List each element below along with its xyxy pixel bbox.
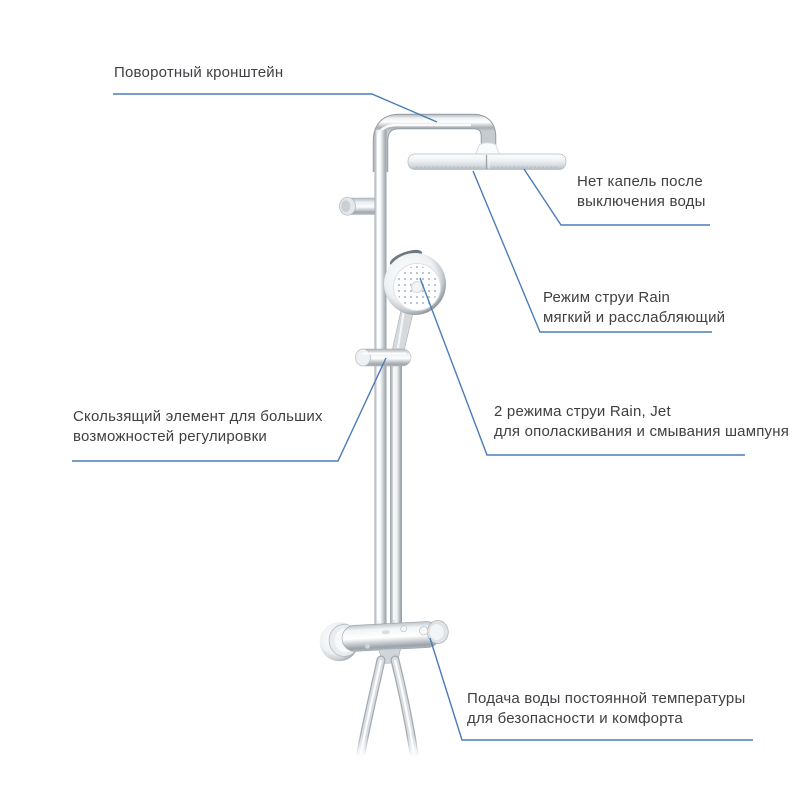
label-sliding-element-line1: Скользящий элемент для больших	[73, 408, 323, 425]
hanging-hoses	[344, 655, 430, 758]
shower-rail	[374, 130, 387, 626]
leader-no-drip	[523, 168, 710, 226]
label-thermostat: Подача воды постоянной температуры для б…	[467, 689, 745, 729]
shower-hose	[390, 360, 402, 623]
thermostat-flow-knob-face	[429, 624, 444, 641]
thermostat-logo-mark	[381, 630, 390, 635]
label-rain-spray-mode: Режим струи Rain мягкий и расслабляющий	[543, 288, 725, 328]
leader-two-spray-modes	[419, 277, 745, 456]
label-no-drip-line1: Нет капель после	[577, 173, 703, 190]
leader-rain-spray-mode	[472, 170, 712, 333]
leader-thermostat	[429, 637, 753, 741]
label-rain-spray-mode-line1: Режим струи Rain	[543, 289, 671, 306]
head-shower-mount-cone	[474, 142, 501, 157]
thermostat-detail-dot	[364, 643, 370, 649]
slider-clamp-cap	[355, 348, 371, 367]
thermostat-safety-button	[419, 626, 429, 636]
label-rain-spray-mode-line2: мягкий и расслабляющий	[543, 309, 726, 326]
hand-shower	[384, 249, 446, 356]
hand-shower-handle-highlight	[397, 309, 405, 349]
label-swivel-bracket: Поворотный кронштейн	[114, 63, 283, 83]
slider-clamp	[355, 348, 412, 367]
head-shower	[407, 142, 567, 170]
label-no-drip: Нет капель после выключения воды	[577, 172, 706, 212]
thermostat-eco-button	[400, 625, 407, 633]
label-two-spray-modes-line1: 2 режима струи Rain, Jet	[494, 403, 671, 420]
thermostat-valve	[319, 620, 449, 664]
label-no-drip-line2: выключения воды	[577, 193, 706, 210]
label-two-spray-modes-line2: для ополаскивания и смывания шампуня	[494, 423, 790, 440]
wall-bracket-cap-face	[341, 200, 351, 213]
hand-shower-center-cap	[411, 281, 423, 293]
leader-sliding-element	[72, 357, 387, 462]
label-thermostat-line1: Подача воды постоянной температуры	[467, 690, 746, 707]
label-sliding-element-line2: возможностей регулировки	[73, 428, 267, 445]
label-thermostat-line2: для безопасности и комфорта	[467, 710, 683, 727]
hose-fade	[344, 736, 430, 758]
label-two-spray-modes: 2 режима струи Rain, Jet для ополаскиван…	[494, 402, 789, 442]
thermostat-body	[341, 621, 441, 652]
leader-lines	[72, 93, 753, 741]
leader-swivel-bracket	[113, 93, 438, 123]
label-sliding-element: Скользящий элемент для больших возможнос…	[73, 407, 323, 447]
hose-straight	[390, 360, 402, 623]
label-swivel-bracket-line1: Поворотный кронштейн	[114, 64, 284, 81]
